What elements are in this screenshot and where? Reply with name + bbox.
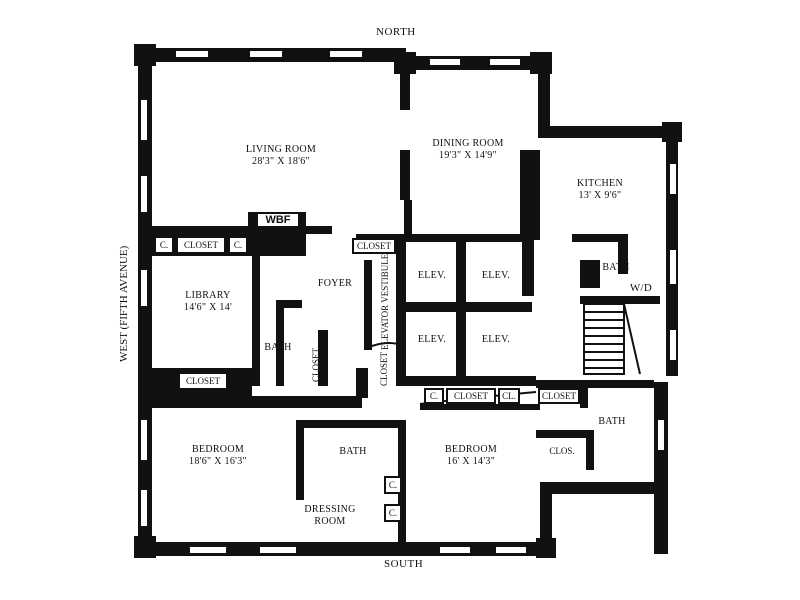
- elevator-2-label: ELEV.: [481, 270, 511, 281]
- elevator-4-label: ELEV.: [481, 334, 511, 345]
- west-label: WEST (FIFTH AVENUE): [118, 245, 130, 362]
- closet-c-5: C.: [384, 504, 402, 522]
- foyer-label: FOYER: [317, 278, 353, 289]
- bedroom-east-name: BEDROOM: [444, 444, 498, 455]
- dressing-room-line1: DRESSING: [304, 504, 356, 515]
- closet-cl: CL.: [498, 388, 520, 404]
- closet-c-3: C.: [424, 388, 444, 404]
- library-dims: 14'6" X 14': [183, 302, 233, 313]
- closet-library-south: CLOSET: [178, 372, 228, 390]
- bath-kitchen-label: BATH: [602, 262, 630, 273]
- bedroom-west-label: BEDROOM 18'6" X 16'3": [168, 444, 268, 468]
- kitchen-dims: 13' X 9'6": [578, 190, 622, 201]
- closet-foyer: CLOSET: [352, 238, 396, 254]
- dressing-room-line2: ROOM: [314, 516, 346, 527]
- dining-room-name: DINING ROOM: [432, 138, 504, 149]
- stairs: [371, 303, 641, 405]
- living-room-label: LIVING ROOM 28'3" X 18'6": [226, 144, 336, 168]
- bedroom-west-name: BEDROOM: [191, 444, 245, 455]
- closet-c-2: C.: [228, 236, 248, 254]
- north-label: NORTH: [376, 26, 416, 38]
- dining-room-label: DINING ROOM 19'3" X 14'9": [418, 138, 518, 162]
- windows: [141, 51, 676, 553]
- bath-library-label: BATH: [264, 342, 292, 353]
- closet-vestibule: CLOSET: [379, 352, 389, 387]
- living-room-name: LIVING ROOM: [245, 144, 317, 155]
- kitchen-name: KITCHEN: [577, 178, 623, 189]
- bedroom-west-dims: 18'6" X 16'3": [189, 456, 247, 467]
- closet-c-1: C.: [154, 236, 174, 254]
- bedroom-east-dims: 16' X 14'3": [446, 456, 496, 467]
- library-label: LIBRARY 14'6" X 14': [168, 290, 248, 314]
- dining-room-dims: 19'3" X 14'9": [439, 150, 497, 161]
- living-room-dims: 28'3" X 18'6": [252, 156, 310, 167]
- closet-southeast: CLOSET: [538, 388, 580, 404]
- dressing-room-label: DRESSING ROOM: [300, 504, 360, 528]
- clos-label: CLOS.: [549, 446, 575, 456]
- elevator-vestibule-label: ELEVATOR VESTIBULE: [380, 253, 390, 350]
- bath-south-label: BATH: [339, 446, 367, 457]
- bath-southeast-label: BATH: [598, 416, 626, 427]
- library-name: LIBRARY: [185, 290, 231, 301]
- closet-library-north: CLOSET: [176, 236, 226, 254]
- closet-c-4: C.: [384, 476, 402, 494]
- kitchen-label: KITCHEN 13' X 9'6": [560, 178, 640, 202]
- elevator-3-label: ELEV.: [417, 334, 447, 345]
- wood-burning-fireplace: WBF: [256, 212, 300, 228]
- closet-library-bath: CLOSET: [311, 348, 321, 383]
- south-label: SOUTH: [384, 558, 424, 570]
- closet-elevator-south: CLOSET: [446, 388, 496, 404]
- washer-dryer-label: W/D: [629, 282, 653, 294]
- elevator-1-label: ELEV.: [417, 270, 447, 281]
- bedroom-east-label: BEDROOM 16' X 14'3": [426, 444, 516, 468]
